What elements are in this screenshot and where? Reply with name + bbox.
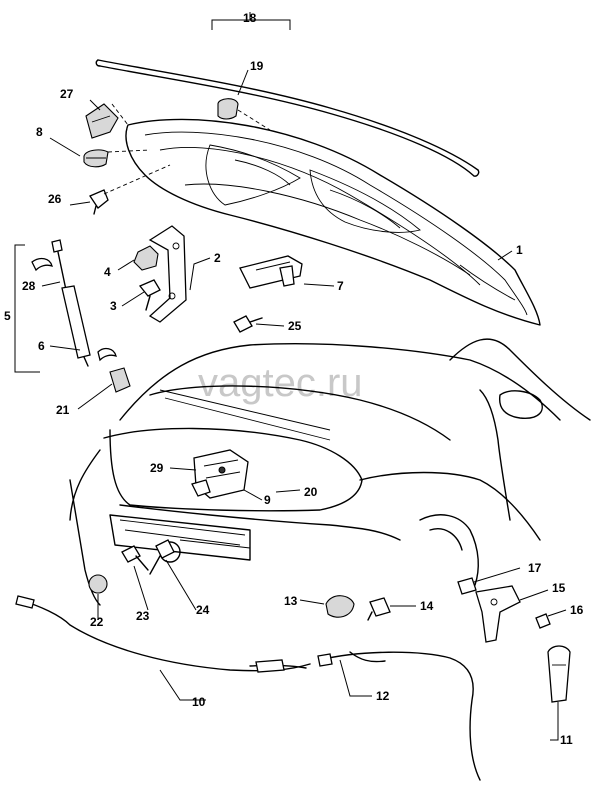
callout-19: 19 [250, 59, 264, 73]
callout-22: 22 [90, 615, 104, 629]
callout-13: 13 [284, 594, 298, 608]
cap-22 [88, 574, 108, 594]
callout-3: 3 [110, 299, 117, 313]
buffer-21 [109, 367, 131, 393]
callout-9: 9 [264, 493, 271, 507]
release-cable [15, 595, 481, 781]
watermark-text: vagtec.ru [198, 361, 363, 405]
callout-11: 11 [560, 733, 573, 747]
buffer-8 [83, 149, 109, 168]
strut-bracket-bracket [14, 244, 40, 373]
callout-29: 29 [150, 461, 164, 475]
callout-10: 10 [192, 695, 206, 709]
buffer-27 [85, 103, 119, 139]
callout-12: 12 [376, 689, 390, 703]
callout-5: 5 [4, 309, 11, 323]
callout-1: 1 [516, 243, 523, 257]
strut-clip-upper [31, 257, 53, 272]
bonnet-seal-strip [95, 59, 480, 177]
callout-18: 18 [243, 11, 257, 25]
bolt-3 [138, 279, 161, 311]
release-lever-bracket [475, 585, 521, 643]
bolt-25 [233, 315, 263, 333]
bolt-24 [149, 539, 175, 575]
callout-23: 23 [136, 609, 150, 623]
callout-28: 28 [22, 279, 36, 293]
callout-25: 25 [288, 319, 302, 333]
strut-clip-lower [97, 347, 117, 362]
bonnet-panel [125, 118, 541, 326]
callout-6: 6 [38, 339, 45, 353]
bolt-16 [535, 613, 551, 629]
gas-strut [51, 239, 91, 367]
dashed-guides [103, 103, 271, 195]
callout-16: 16 [570, 603, 584, 617]
nut-4 [133, 245, 159, 271]
leader-lines [41, 12, 567, 741]
callout-8: 8 [36, 125, 43, 139]
callout-15: 15 [552, 581, 566, 595]
release-lever-handle [547, 645, 571, 703]
callout-20: 20 [304, 485, 318, 499]
callout-21: 21 [56, 403, 70, 417]
callout-7: 7 [337, 279, 344, 293]
clip-29 [191, 479, 211, 497]
bolt-23 [121, 545, 149, 571]
callout-27: 27 [60, 87, 74, 101]
callout-2: 2 [214, 251, 221, 265]
callout-24: 24 [196, 603, 210, 617]
callout-17: 17 [528, 561, 542, 575]
cover-cap-13 [325, 595, 355, 618]
callout-14: 14 [420, 599, 434, 613]
clip-26 [89, 189, 109, 215]
callout-26: 26 [48, 192, 62, 206]
vehicle-body [69, 338, 591, 606]
lock-striker [239, 255, 303, 289]
callout-labels: 18 19 27 8 26 1 2 4 7 28 3 5 25 6 21 29 … [4, 11, 584, 747]
bonnet-hinge [148, 225, 187, 323]
buffer-19 [217, 98, 239, 120]
callout-4: 4 [104, 265, 111, 279]
clip-17 [457, 577, 477, 595]
lever-14 [367, 597, 391, 621]
